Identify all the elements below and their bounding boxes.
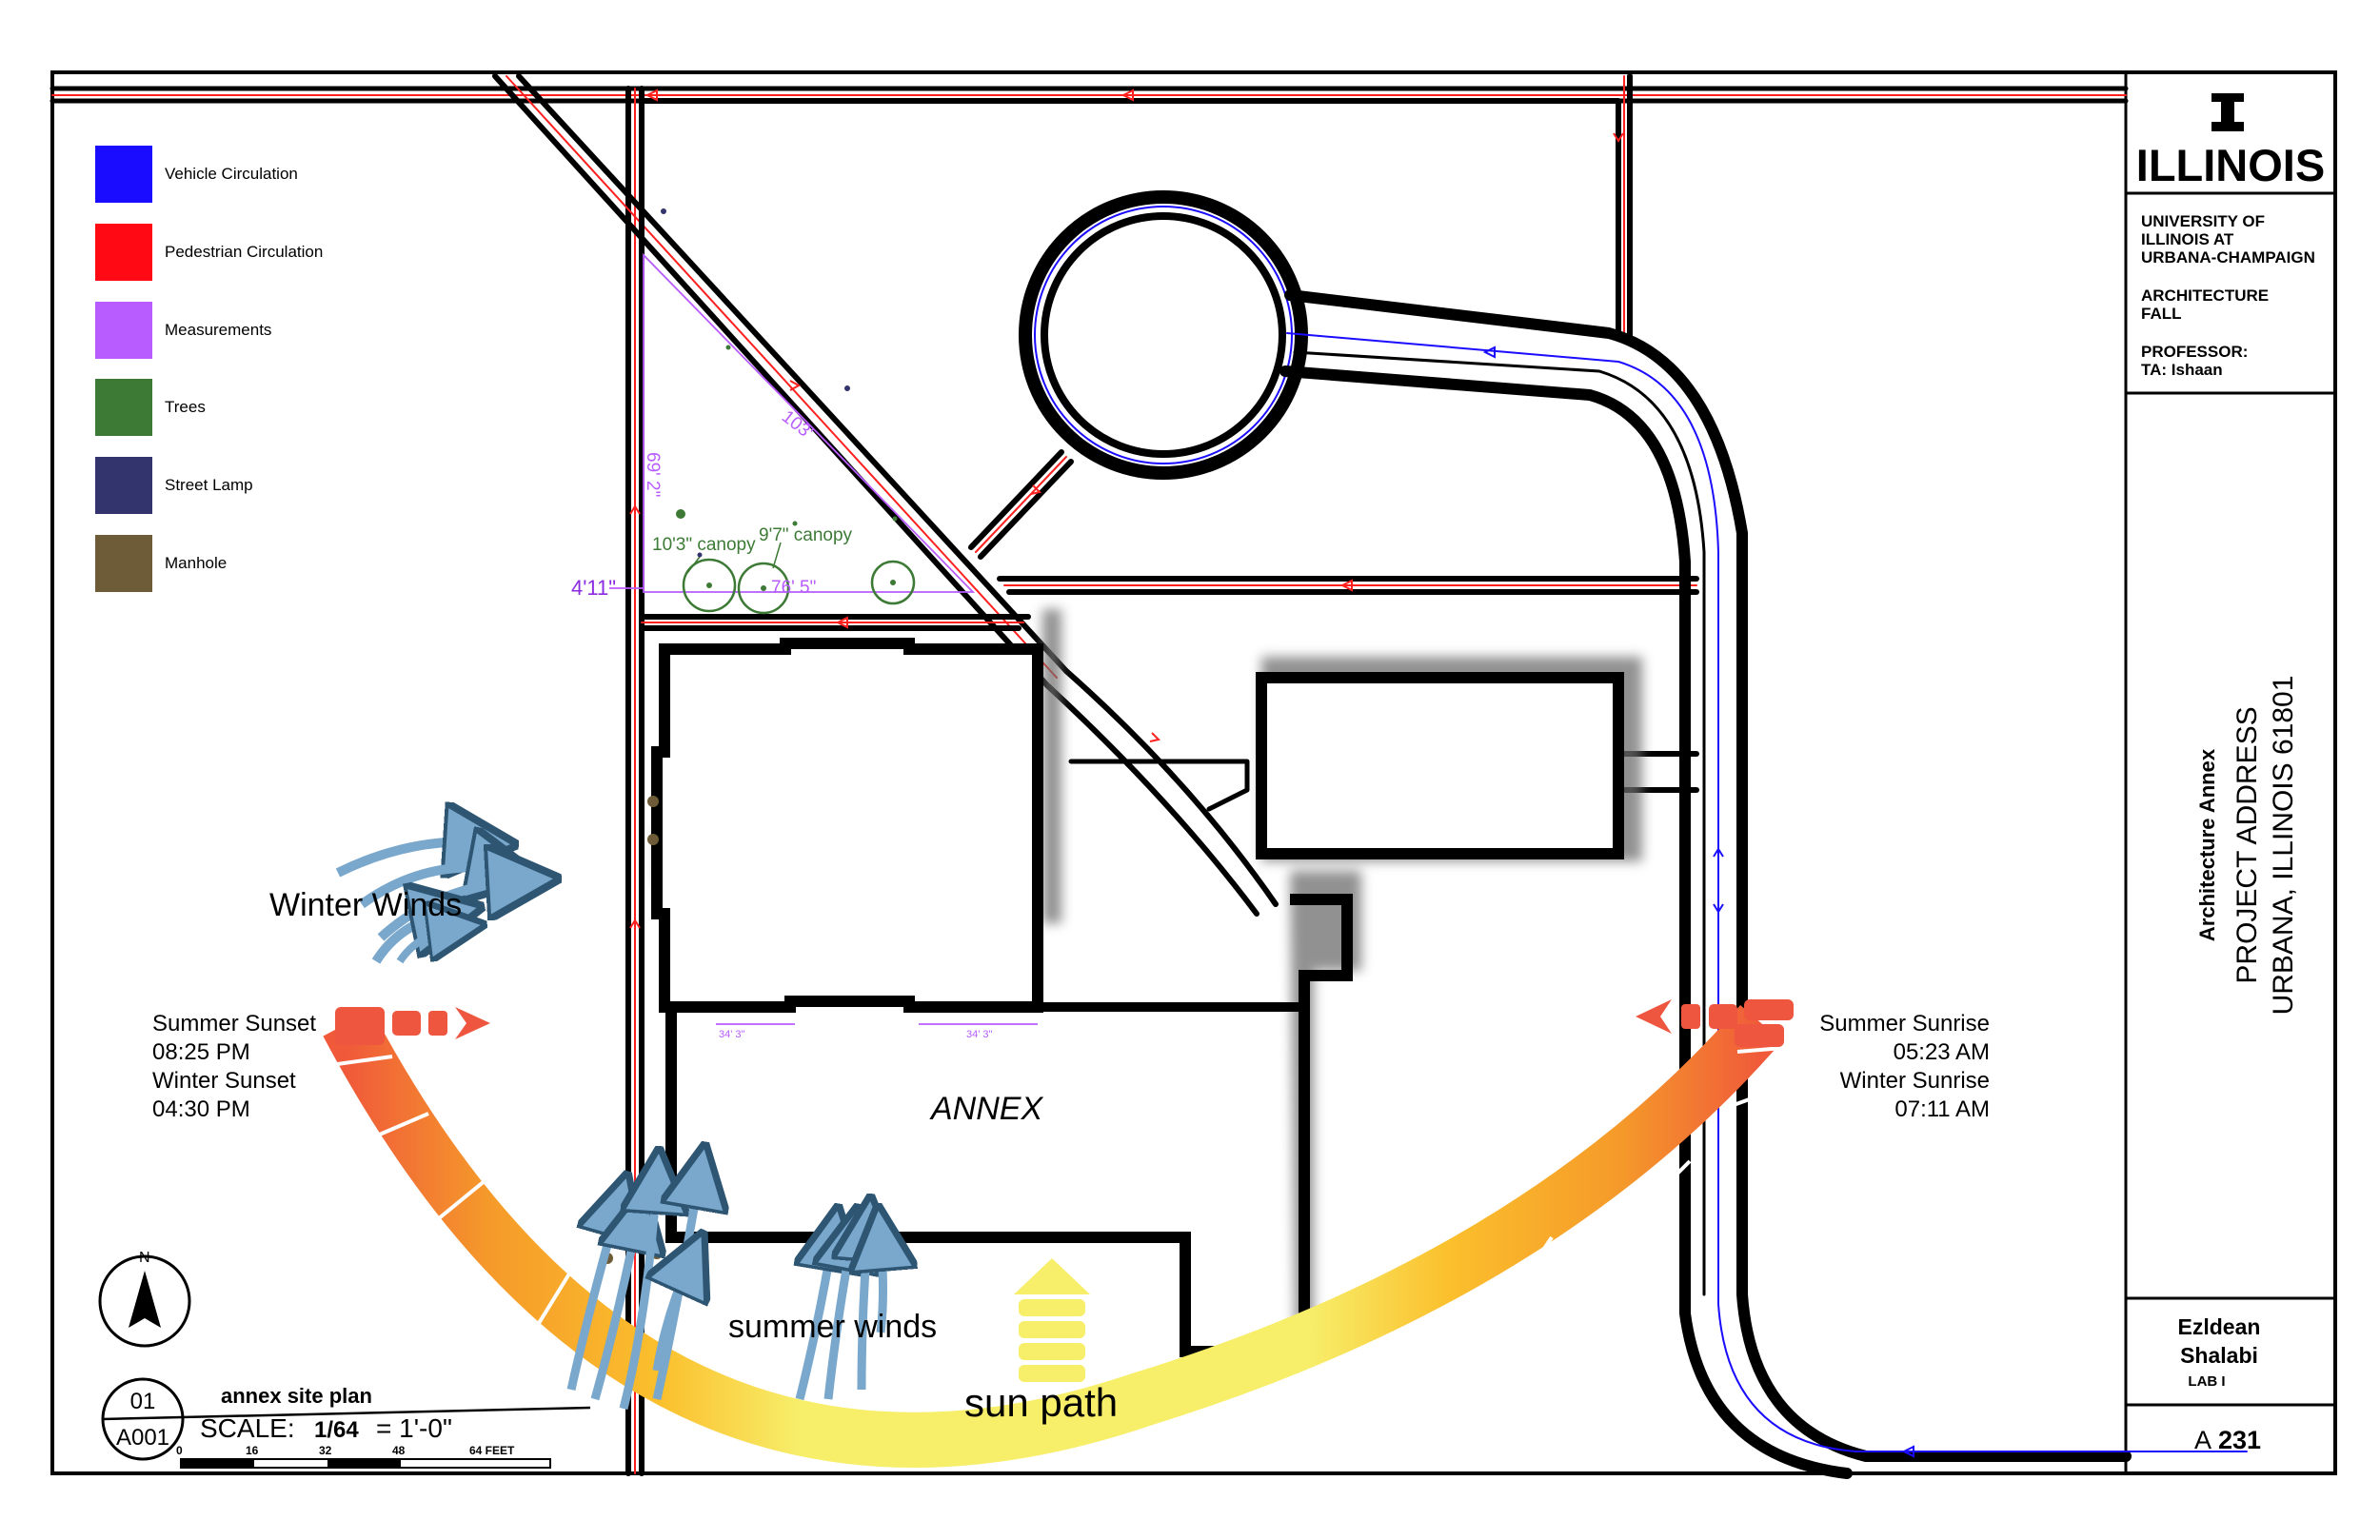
- author-last-name: Shalabi: [2180, 1343, 2258, 1368]
- summer-wind-arrows: [566, 1175, 883, 1411]
- scale-value: 1/64: [314, 1417, 359, 1443]
- scale-tick: 48: [392, 1444, 406, 1457]
- university-line: ILLINOIS AT: [2141, 230, 2234, 248]
- trees: [682, 542, 916, 615]
- winter-winds-label: Winter Winds: [269, 887, 462, 923]
- summer-sunset-label: Summer Sunset: [152, 1011, 316, 1037]
- winter-sunrise-time: 07:11 AM: [1894, 1096, 1990, 1122]
- winter-sunset-label: Winter Sunset: [152, 1068, 296, 1094]
- summer-winds-label: summer winds: [728, 1309, 937, 1345]
- buildings: [651, 638, 1624, 1357]
- annex-label: ANNEX: [929, 1091, 1043, 1127]
- university-line: UNIVERSITY OF: [2141, 212, 2265, 230]
- lab-label: LAB I: [2188, 1373, 2225, 1390]
- scale-bar: [180, 1458, 551, 1469]
- project-info: Architecture Annex PROJECT ADDRESS URBAN…: [2195, 676, 2299, 1016]
- tree-canopy: [737, 562, 790, 615]
- sheet-border: [50, 70, 2337, 1475]
- winter-sunrise-label: Winter Sunrise: [1840, 1068, 1990, 1094]
- legend-label-street-lamp: Street Lamp: [165, 476, 253, 494]
- department-line: ARCHITECTURE: [2141, 286, 2269, 305]
- dim-label-2: 34' 3": [966, 1029, 993, 1040]
- legend-label-manhole: Manhole: [165, 554, 227, 572]
- sunset-arrow: [335, 1007, 490, 1045]
- summer-sunrise-time: 05:23 AM: [1894, 1039, 1990, 1065]
- sunset-times: Summer Sunset 08:25 PM Winter Sunset 04:…: [152, 1011, 316, 1122]
- sun-path-label: sun path: [964, 1380, 1118, 1425]
- title-block-info: UNIVERSITY OF ILLINOIS AT URBANA-CHAMPAI…: [2141, 212, 2315, 379]
- tree-canopy: [870, 560, 916, 605]
- sheet-number-value: 231: [2218, 1426, 2261, 1454]
- department-line: FALL: [2141, 305, 2182, 323]
- ta-label: TA: Ishaan: [2141, 361, 2223, 379]
- legend-swatch-vehicle: [95, 146, 152, 203]
- measure-base: 76' 5": [771, 578, 816, 598]
- legend-swatch-pedestrian: [95, 224, 152, 281]
- summer-sunset-time: 08:25 PM: [152, 1039, 250, 1065]
- scale-tick: 64 FEET: [469, 1444, 515, 1457]
- illinois-wordmark: ILLINOIS: [2136, 140, 2325, 190]
- legend-swatch-measurements: [95, 302, 152, 359]
- author-first-name: Ezldean: [2178, 1314, 2261, 1339]
- drawing-title-block: 01 A001 annex site plan SCALE: 1/64 = 1'…: [101, 1377, 591, 1469]
- pedestrian-markers: [629, 89, 1624, 929]
- legend-label-measurements: Measurements: [165, 321, 271, 339]
- east-building: [1256, 672, 1624, 859]
- sun-path-arc: [323, 1004, 1782, 1468]
- canopy-label-2: 9'7" canopy: [759, 525, 853, 545]
- road-network: [50, 73, 2248, 1479]
- legend: Vehicle Circulation Pedestrian Circulati…: [95, 146, 323, 592]
- dim-label-1: 34' 3": [719, 1029, 745, 1040]
- sun-path-segment-dividers: [323, 1045, 1795, 1334]
- street-lamps: [661, 208, 850, 558]
- project-city: URBANA, ILLINOIS 61801: [2268, 676, 2299, 1016]
- scale-equation: = 1'-0": [376, 1413, 452, 1443]
- measure-side-b: 103': [778, 406, 817, 443]
- drawing-sheet: A001: [116, 1425, 169, 1451]
- project-address: PROJECT ADDRESS: [2231, 706, 2263, 983]
- north-label: N: [139, 1250, 150, 1266]
- scale-tick: 0: [176, 1444, 183, 1457]
- vehicle-markers: [1482, 346, 1914, 1458]
- legend-swatch-trees: [95, 379, 152, 436]
- winter-wind-arrows: [335, 841, 524, 964]
- block-i-icon: [2211, 93, 2244, 131]
- scale-tick: 32: [319, 1444, 332, 1457]
- summer-sunrise-label: Summer Sunrise: [1819, 1011, 1990, 1037]
- project-name: Architecture Annex: [2195, 748, 2219, 941]
- drawing-title: annex site plan: [221, 1384, 372, 1408]
- university-line: URBANA-CHAMPAIGN: [2141, 248, 2315, 267]
- winter-sunset-time: 04:30 PM: [152, 1096, 250, 1122]
- sunrise-arrow: [1636, 999, 1794, 1047]
- scale-word: SCALE:: [200, 1413, 295, 1443]
- legend-label-pedestrian: Pedestrian Circulation: [165, 243, 323, 261]
- sunrise-times: Summer Sunrise 05:23 AM Winter Sunrise 0…: [1819, 1011, 1990, 1122]
- sheet-prefix: A: [2194, 1426, 2211, 1454]
- legend-label-trees: Trees: [165, 398, 206, 416]
- annex-building-upper: [651, 638, 1043, 1013]
- professor-label: PROFESSOR:: [2141, 343, 2248, 361]
- north-arrow: N: [98, 1250, 191, 1348]
- sun-up-arrow: [1014, 1258, 1090, 1382]
- measure-offset: 4'11": [571, 576, 616, 600]
- illinois-logo: ILLINOIS: [2136, 93, 2325, 190]
- scale-tick: 16: [246, 1444, 259, 1457]
- tree-marker: [676, 509, 685, 519]
- measure-side-a: 69' 2": [643, 452, 663, 497]
- legend-label-vehicle: Vehicle Circulation: [165, 165, 298, 183]
- tree-canopy: [682, 558, 737, 613]
- author-info: Ezldean Shalabi LAB I: [2178, 1314, 2261, 1390]
- measurement-labels: 69' 2" 103' 76' 5" 4'11" 10'3" canopy 9'…: [571, 406, 993, 1040]
- drawing-number: 01: [130, 1389, 156, 1414]
- measurement-triangle: [609, 252, 1038, 1025]
- sheet-number: A 231: [2194, 1426, 2261, 1454]
- canopy-label-1: 10'3" canopy: [652, 535, 756, 555]
- legend-swatch-street-lamp: [95, 457, 152, 514]
- north-arrow-icon: [129, 1271, 161, 1328]
- legend-swatch-manhole: [95, 535, 152, 592]
